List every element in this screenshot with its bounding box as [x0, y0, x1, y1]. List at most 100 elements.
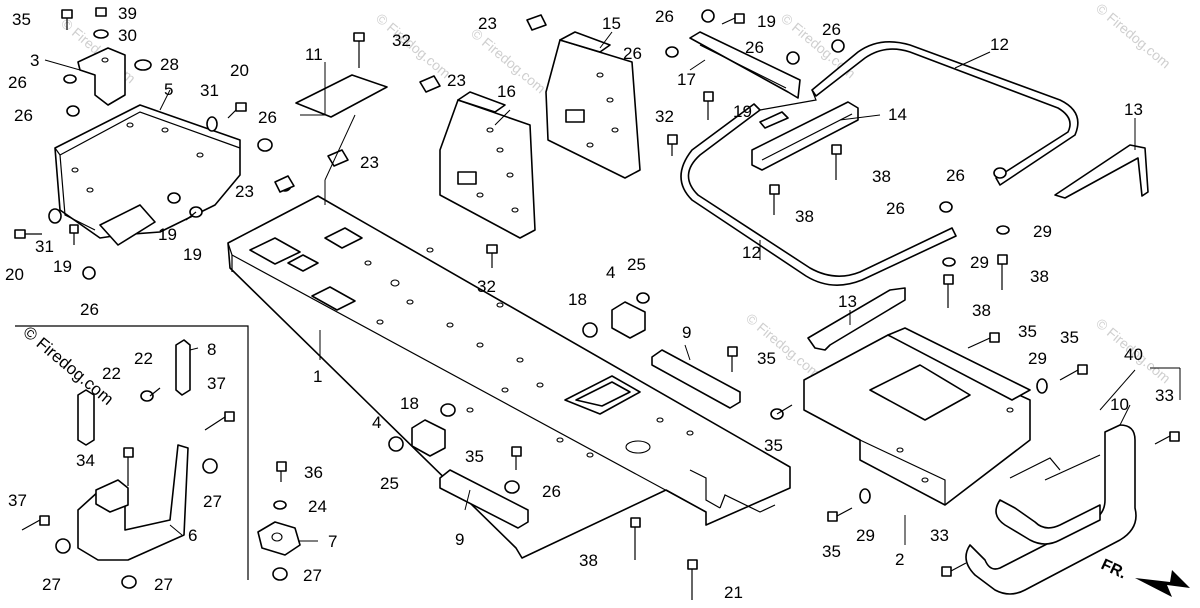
callout: 8: [207, 340, 216, 359]
callout: 26: [655, 7, 674, 26]
watermark-text: © Firedog.com: [743, 310, 824, 381]
callout-numbers: 35 39 30 3 28 26 5 31 20 26 26 23 19 19 …: [5, 4, 1174, 602]
callout: 27: [203, 492, 222, 511]
callout: 23: [447, 71, 466, 90]
callout: 26: [822, 20, 841, 39]
callout: 12: [990, 35, 1009, 54]
callout: 14: [888, 105, 907, 124]
callout: 28: [160, 55, 179, 74]
callout: 34: [76, 451, 95, 470]
callout: 29: [1028, 349, 1047, 368]
callout: 2: [895, 550, 904, 569]
callout: 24: [308, 497, 327, 516]
callout: 19: [53, 257, 72, 276]
callout: 1: [313, 367, 322, 386]
leader-lines: [44, 31, 1181, 545]
callout: 26: [946, 166, 965, 185]
bracket-8: [175, 339, 191, 396]
front-arrow-icon: [1135, 570, 1190, 597]
stay-13-upper: [1054, 144, 1149, 199]
callout: 38: [579, 551, 598, 570]
callout: 25: [380, 474, 399, 493]
bracket-22: [77, 389, 95, 446]
callout: 32: [392, 31, 411, 50]
callout: 27: [303, 566, 322, 585]
callout: 15: [602, 14, 621, 33]
callout: 38: [795, 207, 814, 226]
callout: 35: [764, 436, 783, 455]
callout: 35: [1018, 322, 1037, 341]
callout: 35: [757, 349, 776, 368]
callout: 17: [677, 70, 696, 89]
inset-box: [15, 325, 249, 580]
callout: 26: [623, 44, 642, 63]
callout: 35: [822, 542, 841, 561]
callout: 19: [733, 102, 752, 121]
callout: 5: [164, 80, 173, 99]
callout: 26: [886, 199, 905, 218]
callout: 9: [455, 530, 464, 549]
callout: 27: [154, 575, 173, 594]
callout: 26: [14, 106, 33, 125]
callout: 10: [1110, 395, 1129, 414]
side-plate-left: [439, 91, 536, 239]
seat-stay: [77, 47, 126, 106]
callout: 13: [1124, 100, 1143, 119]
callout: 19: [757, 12, 776, 31]
plate-4-upper: [611, 301, 646, 339]
callout: 22: [134, 349, 153, 368]
callout: 35: [465, 447, 484, 466]
stay-13-lower: [807, 287, 906, 351]
callout: 3: [30, 51, 39, 70]
callout: 26: [745, 38, 764, 57]
callout: 27: [42, 575, 61, 594]
callout: 38: [872, 167, 891, 186]
stay-9-upper: [651, 349, 741, 409]
channel-14: [751, 101, 859, 171]
callout: 37: [207, 374, 226, 393]
main-frame: [227, 195, 791, 559]
callout: 26: [80, 300, 99, 319]
side-plate-right: [545, 31, 641, 179]
callout: 19: [183, 245, 202, 264]
callout: 23: [235, 182, 254, 201]
callout: 26: [8, 73, 27, 92]
plate-7: [257, 521, 301, 556]
callout: 7: [328, 532, 337, 551]
callout: 29: [856, 526, 875, 545]
callout: 31: [35, 237, 54, 256]
callout: 18: [400, 394, 419, 413]
stay-bracket-17: [689, 31, 801, 99]
fasteners: [14, 7, 1180, 600]
callout: 11: [305, 45, 323, 64]
callout: 9: [682, 323, 691, 342]
bumper-guard: [965, 424, 1137, 595]
callout: 33: [930, 526, 949, 545]
callout: 38: [972, 301, 991, 320]
watermark-text: © Firedog.com: [373, 10, 454, 81]
plate-4-lower: [411, 419, 446, 457]
callout: 29: [1033, 222, 1052, 241]
callout: 6: [188, 526, 197, 545]
callout: 35: [12, 10, 31, 29]
callout: 36: [304, 463, 323, 482]
callout: 26: [542, 482, 561, 501]
callout: 38: [1030, 267, 1049, 286]
stay-9-lower: [439, 469, 529, 529]
callout: 20: [5, 265, 24, 284]
callout: 4: [606, 263, 615, 282]
callout: 19: [158, 225, 177, 244]
callout: 23: [478, 14, 497, 33]
mount-bracket-6: [77, 444, 189, 561]
callout: 39: [118, 4, 137, 23]
rubber-pad: [295, 74, 388, 118]
callout: 31: [200, 81, 219, 100]
callout: 13: [838, 292, 857, 311]
callout: 4: [372, 413, 381, 432]
callout: 12: [742, 243, 761, 262]
callout: 20: [230, 61, 249, 80]
callout: 18: [568, 290, 587, 309]
callout: 32: [655, 107, 674, 126]
